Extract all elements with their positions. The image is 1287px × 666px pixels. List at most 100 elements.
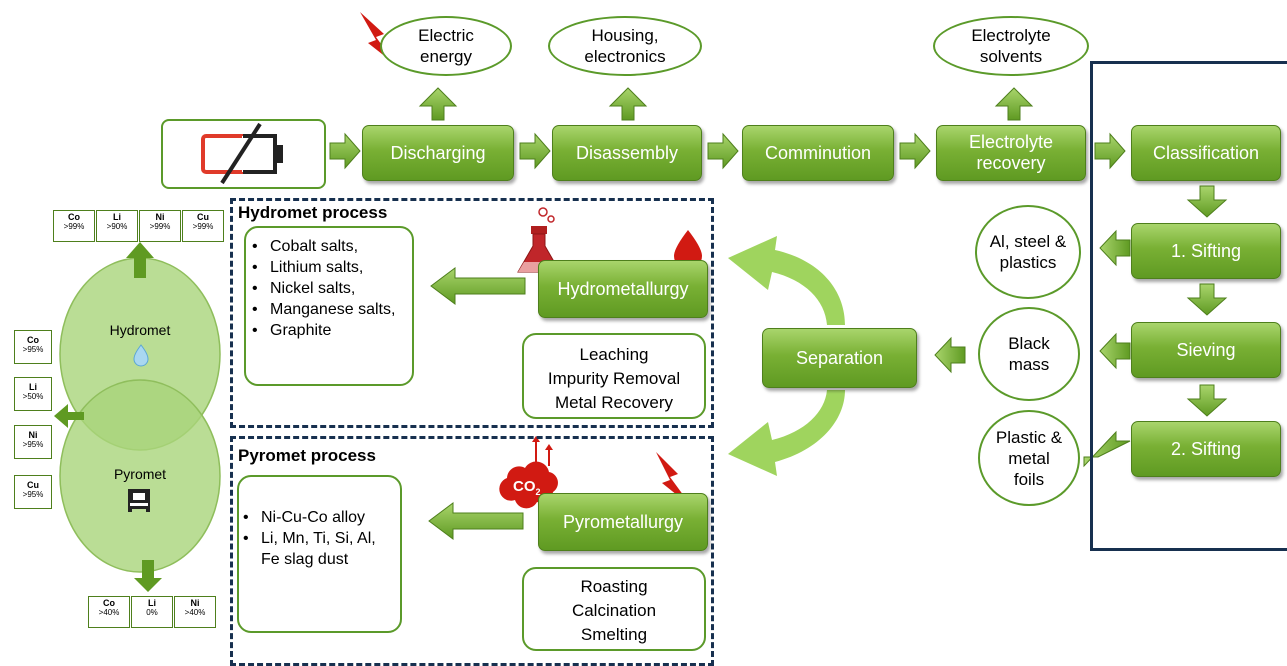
electrolyte-solvents-label: Electrolyte solvents bbox=[971, 26, 1051, 66]
classification-label: Classification bbox=[1152, 142, 1260, 163]
electrolyte-recovery-label: Electrolyte recovery bbox=[968, 132, 1054, 173]
al-steel-output: Al, steel & plastics bbox=[975, 205, 1081, 299]
sieving-step: Sieving bbox=[1131, 322, 1281, 378]
pyromet-steps-box: Roasting Calcination Smelting bbox=[522, 567, 706, 651]
disassembly-label: Disassembly bbox=[575, 142, 679, 163]
list-item: Li, Mn, Ti, Si, Al, Fe slag dust bbox=[239, 528, 396, 570]
hydromet-process-region bbox=[230, 198, 714, 428]
arrow-right bbox=[1094, 132, 1126, 170]
hydromet-steps: Leaching Impurity Removal Metal Recovery bbox=[524, 343, 704, 415]
separation-label: Separation bbox=[795, 347, 884, 368]
recovery-box: Co>40% bbox=[88, 596, 130, 628]
venn-hydromet-label: Hydromet bbox=[109, 322, 171, 338]
arrow-up bbox=[418, 87, 458, 121]
flow-arrows-main bbox=[329, 132, 1126, 170]
arrow-left bbox=[54, 404, 84, 428]
arrow-left bbox=[1099, 332, 1131, 370]
hydrometallurgy-step: Hydrometallurgy bbox=[538, 260, 708, 318]
list-item: Cobalt salts, bbox=[248, 236, 408, 257]
curved-arrow-down bbox=[728, 390, 845, 476]
arrow-right bbox=[707, 132, 739, 170]
battery-icon bbox=[201, 122, 283, 185]
venn-arrows bbox=[54, 242, 162, 592]
sifting1-step: 1. Sifting bbox=[1131, 223, 1281, 279]
arrow-left bbox=[428, 502, 524, 540]
product-arrows bbox=[428, 267, 526, 540]
arrow-left bbox=[1099, 229, 1131, 267]
arrow-left bbox=[430, 267, 526, 305]
electric-energy-output: Electric energy bbox=[380, 16, 512, 76]
recovery-box: Ni>40% bbox=[174, 596, 216, 628]
housing-electronics-output: Housing, electronics bbox=[548, 16, 702, 76]
comminution-label: Comminution bbox=[764, 142, 872, 163]
flow-arrows-down bbox=[1186, 185, 1228, 417]
sifting2-step: 2. Sifting bbox=[1131, 421, 1281, 477]
curved-arrows bbox=[728, 236, 845, 476]
pyromet-steps: Roasting Calcination Smelting bbox=[524, 575, 704, 647]
sifting1-label: 1. Sifting bbox=[1170, 240, 1242, 261]
water-drop-icon bbox=[133, 344, 149, 367]
recovery-box: Co>99% bbox=[53, 210, 95, 242]
arrow-up bbox=[126, 242, 154, 278]
hydromet-steps-box: Leaching Impurity Removal Metal Recovery bbox=[522, 333, 706, 419]
arrow-right bbox=[519, 132, 551, 170]
recovery-box: Ni>99% bbox=[139, 210, 181, 242]
step-line: Smelting bbox=[580, 625, 648, 644]
lightning-icon bbox=[656, 452, 692, 507]
arrow-up bbox=[994, 87, 1034, 121]
arrow-down bbox=[1186, 384, 1228, 417]
curved-arrow-up bbox=[728, 236, 845, 325]
separation-step: Separation bbox=[762, 328, 917, 388]
housing-label: Housing, electronics bbox=[584, 26, 666, 66]
mechanical-separation-frame bbox=[1090, 61, 1287, 551]
pyromet-products-list: Ni-Cu-Co alloy Li, Mn, Ti, Si, Al, Fe sl… bbox=[239, 507, 396, 570]
step-line: Roasting bbox=[580, 577, 648, 596]
arrow-up bbox=[608, 87, 648, 121]
co2-label: CO2 bbox=[513, 478, 541, 497]
sieving-label: Sieving bbox=[1176, 339, 1236, 360]
discharging-label: Discharging bbox=[390, 142, 486, 163]
hydromet-title: Hydromet process bbox=[238, 203, 388, 222]
list-item: Graphite bbox=[248, 320, 408, 341]
pyrometallurgy-step: Pyrometallurgy bbox=[538, 493, 708, 551]
pyromet-products-box: Ni-Cu-Co alloy Li, Mn, Ti, Si, Al, Fe sl… bbox=[237, 475, 402, 633]
arrow-right bbox=[329, 132, 361, 170]
sifting2-label: 2. Sifting bbox=[1170, 438, 1242, 459]
step-line: Calcination bbox=[571, 601, 657, 620]
furnace-icon bbox=[128, 489, 150, 512]
al-steel-label: Al, steel & plastics bbox=[989, 232, 1067, 272]
black-mass-label: Black mass bbox=[1008, 334, 1050, 374]
list-item: Nickel salts, bbox=[248, 278, 408, 299]
classification-step: Classification bbox=[1131, 125, 1281, 181]
recovery-box: Li>90% bbox=[96, 210, 138, 242]
recovery-box: Cu>99% bbox=[182, 210, 224, 242]
recovery-box: Li>50% bbox=[14, 377, 52, 411]
disassembly-step: Disassembly bbox=[552, 125, 702, 181]
pyromet-title: Pyromet process bbox=[238, 446, 376, 465]
lightning-icon bbox=[360, 12, 396, 65]
electric-energy-label: Electric energy bbox=[418, 26, 474, 66]
plastic-foils-output: Plastic & metal foils bbox=[978, 410, 1080, 506]
comminution-step: Comminution bbox=[742, 125, 894, 181]
list-item: Lithium salts, bbox=[248, 257, 408, 278]
recovery-box: Ni>95% bbox=[14, 425, 52, 459]
plastic-foils-label: Plastic & metal foils bbox=[995, 427, 1063, 489]
arrow-down bbox=[1186, 283, 1228, 316]
list-item: Manganese salts, bbox=[248, 299, 408, 320]
arrow-down bbox=[134, 560, 162, 592]
electrolyte-recovery-step: Electrolyte recovery bbox=[936, 125, 1086, 181]
black-mass-output: Black mass bbox=[978, 307, 1080, 401]
venn-pyromet-label: Pyromet bbox=[113, 466, 167, 482]
recovery-box: Cu>95% bbox=[14, 475, 52, 509]
step-line: Impurity Removal bbox=[547, 369, 681, 388]
step-line: Leaching bbox=[579, 345, 649, 364]
hydromet-products-box: Cobalt salts, Lithium salts, Nickel salt… bbox=[244, 226, 414, 386]
arrow-left bbox=[934, 336, 966, 374]
battery-box bbox=[161, 119, 326, 189]
recovery-box: Co>95% bbox=[14, 330, 52, 364]
electrolyte-solvents-output: Electrolyte solvents bbox=[933, 16, 1089, 76]
arrow-right bbox=[899, 132, 931, 170]
flow-arrows-up bbox=[418, 87, 1034, 121]
